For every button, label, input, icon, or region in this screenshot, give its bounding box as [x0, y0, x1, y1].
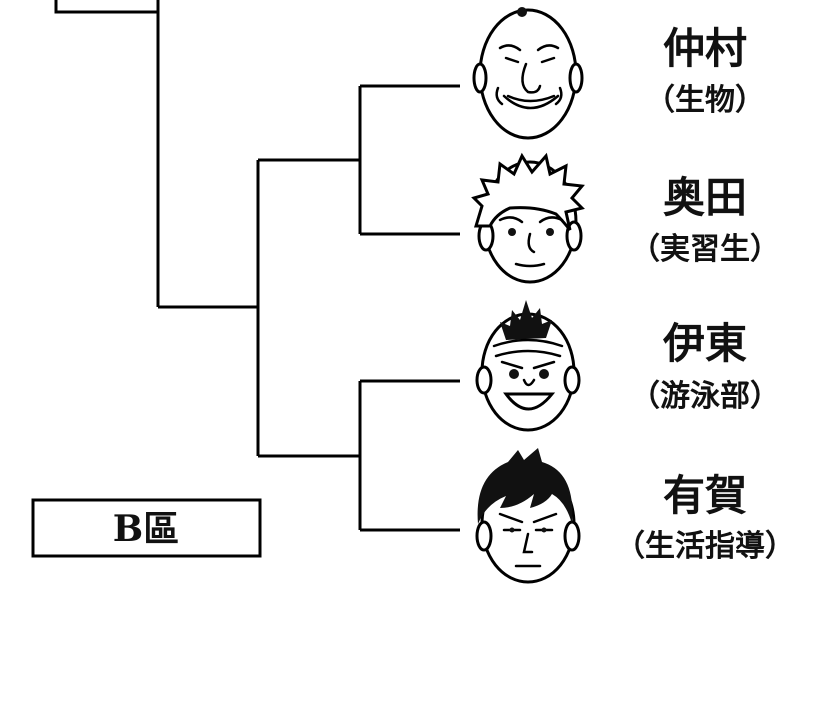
spiky-hair-young-face-icon: [471, 152, 585, 284]
entrant-3: 伊東 （游泳部）: [475, 300, 780, 432]
bald-grinning-face-icon: [472, 7, 584, 140]
entrant-1: 仲村 （生物）: [472, 7, 765, 140]
entrant-name: 仲村: [663, 24, 747, 73]
entrant-dept: （生活指導）: [615, 529, 795, 564]
block-label: B區: [113, 508, 179, 550]
bracket-lines: [54, 0, 460, 532]
black-hair-stern-face-icon: [475, 448, 581, 584]
entrant-dept: （游泳部）: [630, 379, 780, 414]
entrant-name: 奥田: [663, 173, 747, 222]
entrant-dept: （実習生）: [630, 232, 780, 267]
entrant-4: 有賀 （生活指導）: [475, 448, 795, 584]
block-label-box: B區: [31, 498, 262, 558]
entrant-dept: （生物）: [645, 83, 765, 118]
mohawk-smiling-face-icon: [475, 300, 581, 432]
entrant-2: 奥田 （実習生）: [471, 152, 780, 284]
entrant-name: 有賀: [663, 471, 747, 520]
entrant-name: 伊東: [662, 319, 747, 368]
